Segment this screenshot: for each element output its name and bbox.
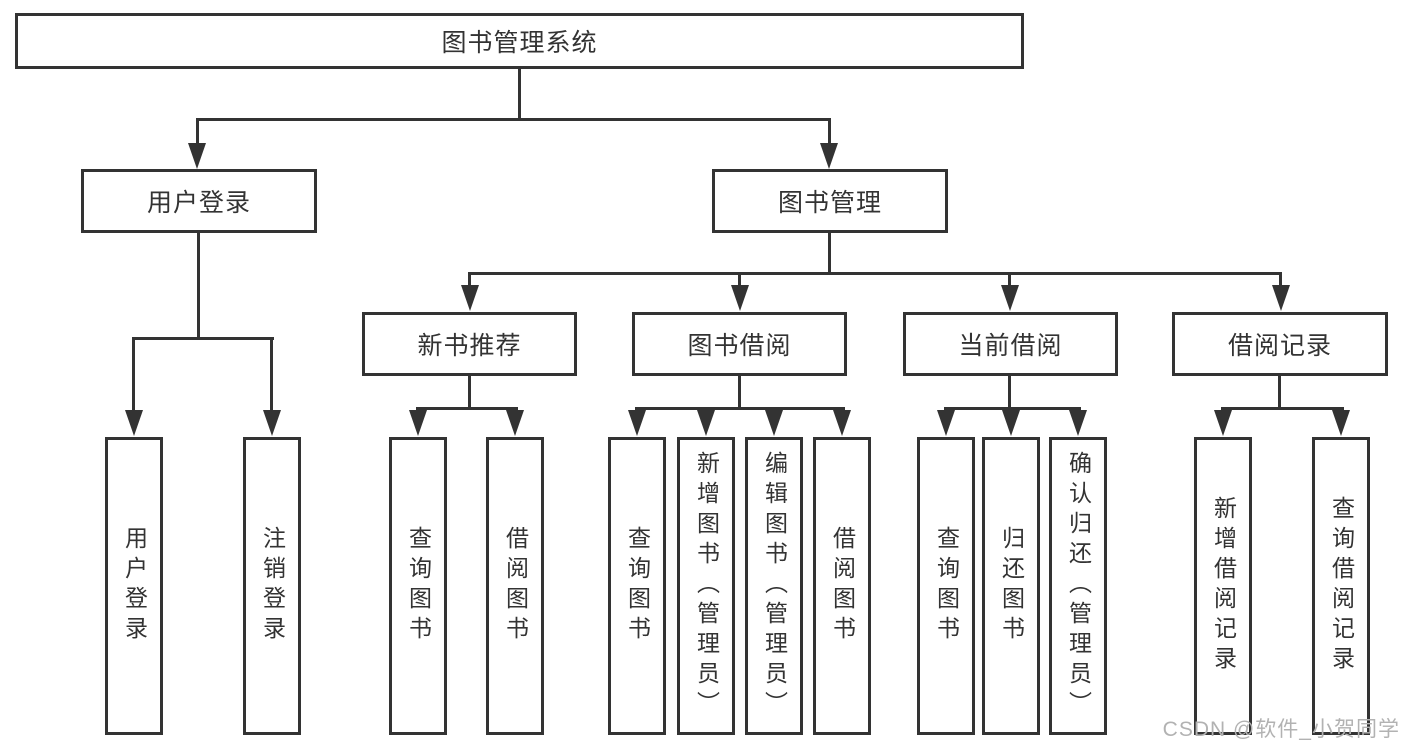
node-book-management: 图书管理	[712, 169, 948, 233]
connector-line	[635, 407, 845, 410]
node-book-borrowing: 图书借阅	[632, 312, 847, 376]
connector-arrowhead	[188, 143, 206, 169]
watermark-text: CSDN @软件_小贺同学	[1162, 718, 1400, 741]
connector-arrowhead	[731, 285, 749, 311]
connector-arrowhead	[506, 410, 524, 436]
connector-line	[1278, 375, 1281, 407]
connector-arrowhead	[1332, 410, 1350, 436]
connector-line	[132, 337, 135, 413]
connector-line	[828, 118, 831, 146]
connector-arrowhead	[628, 410, 646, 436]
leaf-logout: 注销登录	[243, 437, 301, 735]
connector-line	[738, 272, 741, 290]
connector-arrowhead	[1002, 410, 1020, 436]
connector-line	[1008, 375, 1011, 407]
connector-line	[468, 272, 471, 290]
connector-line	[468, 272, 1282, 275]
leaf-query-books-current: 查询图书	[917, 437, 975, 735]
connector-line	[518, 69, 521, 118]
leaf-query-books-borrowing: 查询图书	[608, 437, 666, 735]
leaf-query-borrow-record: 查询借阅记录	[1312, 437, 1370, 735]
connector-line	[1221, 407, 1344, 410]
connector-line	[828, 233, 831, 272]
connector-arrowhead	[1001, 285, 1019, 311]
node-current-borrowing: 当前借阅	[903, 312, 1118, 376]
connector-arrowhead	[263, 410, 281, 436]
leaf-borrow-books-recommend: 借阅图书	[486, 437, 544, 735]
node-user-login: 用户登录	[81, 169, 317, 233]
leaf-add-books-admin: 新增图书（管理员）	[677, 437, 735, 735]
leaf-add-borrow-record: 新增借阅记录	[1194, 437, 1252, 735]
leaf-edit-books-admin: 编辑图书（管理员）	[745, 437, 803, 735]
node-library-system: 图书管理系统	[15, 13, 1024, 69]
leaf-return-books: 归还图书	[982, 437, 1040, 735]
connector-line	[197, 233, 200, 337]
connector-arrowhead	[697, 410, 715, 436]
connector-line	[270, 337, 273, 413]
connector-line	[1279, 272, 1282, 290]
connector-line	[738, 375, 741, 407]
node-new-book-recommend: 新书推荐	[362, 312, 577, 376]
leaf-confirm-return-admin: 确认归还（管理员）	[1049, 437, 1107, 735]
connector-line	[1008, 272, 1011, 290]
connector-arrowhead	[765, 410, 783, 436]
connector-arrowhead	[937, 410, 955, 436]
connector-line	[944, 407, 1081, 410]
leaf-user-login: 用户登录	[105, 437, 163, 735]
connector-arrowhead	[125, 410, 143, 436]
leaf-borrow-books-borrowing: 借阅图书	[813, 437, 871, 735]
connector-line	[132, 337, 274, 340]
connector-arrowhead	[1069, 410, 1087, 436]
connector-line	[468, 375, 471, 407]
connector-line	[416, 407, 518, 410]
connector-line	[196, 118, 831, 121]
connector-arrowhead	[820, 143, 838, 169]
connector-arrowhead	[409, 410, 427, 436]
connector-arrowhead	[1272, 285, 1290, 311]
leaf-query-books-recommend: 查询图书	[389, 437, 447, 735]
connector-line	[196, 118, 199, 146]
connector-arrowhead	[1214, 410, 1232, 436]
node-borrowing-records: 借阅记录	[1172, 312, 1388, 376]
connector-arrowhead	[833, 410, 851, 436]
connector-arrowhead	[461, 285, 479, 311]
